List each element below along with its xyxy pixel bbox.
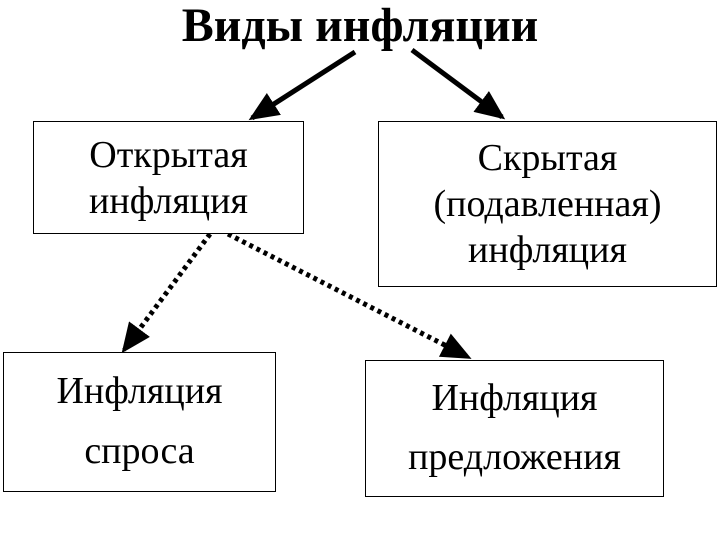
node-supply-line2: предложения (408, 435, 621, 478)
arrow-title-to-open (248, 49, 357, 121)
node-demand-line1: Инфляция (56, 370, 223, 412)
node-supply-line1: Инфляция (431, 377, 598, 420)
diagram-title: Виды инфляции (181, 0, 539, 52)
node-open-line1: Открытая (89, 133, 248, 176)
node-open-inflation: Открытая инфляция (33, 121, 304, 234)
node-demand-line2: спроса (84, 430, 195, 472)
node-hidden-line2: (подавленная) (433, 183, 662, 225)
arrow-open-to-demand (121, 232, 213, 354)
node-hidden-line1: Скрытая (477, 137, 618, 179)
arrow-title-to-hidden (410, 47, 506, 120)
node-hidden-line3: инфляция (468, 229, 627, 271)
node-demand-inflation: Инфляция спроса (3, 352, 276, 492)
node-supply-inflation: Инфляция предложения (365, 360, 664, 497)
node-open-line2: инфляция (89, 179, 248, 222)
node-hidden-inflation: Скрытая (подавленная) инфляция (378, 121, 717, 287)
